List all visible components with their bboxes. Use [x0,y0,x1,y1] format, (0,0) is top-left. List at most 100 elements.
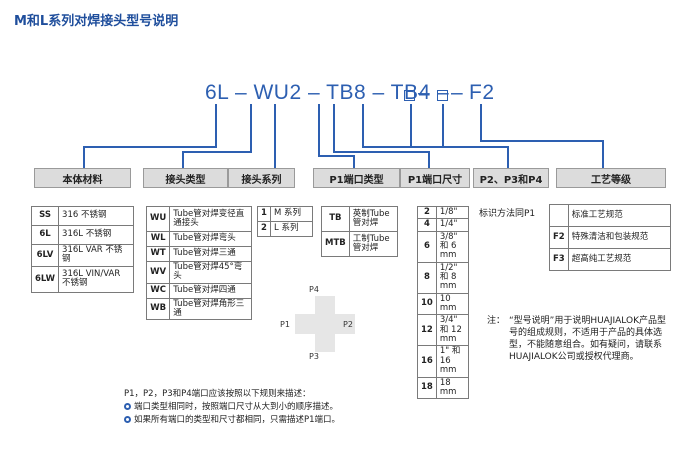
rule-text: 如果所有端口的类型和尺寸都相同，只需描述P1端口。 [134,415,341,425]
rule-item: 端口类型相同时，按照端口尺寸从大到小的顺序描述。 [124,402,338,413]
port-label-p4: P4 [309,285,319,294]
code-grade: F2 [469,81,495,104]
code-sep: – [307,81,321,104]
connector-line [318,155,355,157]
p1-type-desc: 工制Tube管对焊 [348,231,399,257]
connector-line [428,151,430,168]
p1-size-code: 6 [417,230,437,263]
joint-type-code: WT [145,246,171,262]
connector-line [353,155,355,168]
grade-code [549,204,569,227]
p1-size-code: 8 [417,261,437,294]
rule-text: 端口类型相同时，按照端口尺寸从大到小的顺序描述。 [134,402,339,412]
connector-line [318,104,320,156]
connector-line [274,104,276,168]
material-code: 6LV [30,244,60,267]
page-title: M和L系列对焊接头型号说明 [14,14,179,29]
p1-size-code: 4 [417,218,437,232]
grade-desc: 特殊清洁和包装规范 [567,226,672,249]
joint-type-code: WV [145,261,171,284]
connector-line [182,151,184,168]
p1-size-code: 18 [417,376,437,400]
note-label: 注： [487,316,506,326]
connector-line [602,140,604,168]
p1-type-code: MTB [321,231,350,257]
joint-type-code: WC [145,282,171,299]
grade-desc: 标准工艺规范 [567,204,672,227]
p1-size-desc: 10 mm [435,292,470,316]
code-sep: – [418,81,431,104]
p1-size-code: 2 [417,205,437,220]
p1-size-code: 10 [417,292,437,316]
port-label-p2: P2 [343,320,353,329]
code-sep: – [451,81,464,104]
cross-fitting-icon [295,296,355,352]
series-code: 2 [257,221,271,237]
table-row: 标准工艺规范 [549,204,672,227]
connector-line [507,146,509,168]
connector-line [442,104,444,147]
joint-type-code: WU [145,206,171,232]
series-code: 1 [257,206,271,222]
code-sep: – [234,81,248,104]
port-label-p3: P3 [309,352,319,361]
joint-type-desc: Tube管对焊变径直通接头 [169,206,252,232]
connector-line [362,104,364,147]
connector-line [362,146,509,148]
header-p1-type: P1端口类型 [313,168,400,188]
header-p1-size: P1端口尺寸 [400,168,470,188]
connector-line [250,104,252,152]
p1-size-desc: 1/2" 和 8 mm [435,261,470,294]
connector-line [83,146,85,168]
placeholder-box-p3 [404,90,415,101]
joint-type-desc: Tube管对焊三通 [169,246,252,262]
model-code: 6L – WU2 – TB8 – TB4 – [205,81,449,105]
material-desc: 316 不锈钢 [58,206,134,226]
p1-size-desc: 3/8" 和 6 mm [435,230,470,263]
port-label-p1: P1 [280,320,290,329]
rules-intro: P1，P2，P3和P4端口应该按照以下规则来描述： [124,389,311,399]
material-desc: 316L VAR 不锈钢 [58,244,134,267]
header-joint-type: 接头类型 [143,168,228,188]
connector-line [215,104,217,147]
note-text: “型号说明”用于说明HUAJIALOK产品型号的组成规则，不适用于产品的具体选型… [509,316,666,363]
joint-type-desc: Tube管对焊45°弯头 [169,261,252,284]
material-desc: 316L VIN/VAR 不锈钢 [58,265,134,293]
grade-desc: 超高纯工艺规范 [567,248,672,271]
code-material: 6L [205,81,229,104]
material-code: SS [30,206,60,226]
p1-size-desc: 1" 和 16 mm [435,345,470,378]
p1-size-desc: 18 mm [435,376,470,400]
material-desc: 316L 不锈钢 [58,225,134,245]
code-sep: – [437,81,450,104]
code-sep: – [372,81,385,104]
connector-line [410,104,412,147]
joint-type-desc: Tube管对焊角形三通 [169,297,252,321]
material-code: 6L [30,225,60,245]
rule-item: 如果所有端口的类型和尺寸都相同，只需描述P1端口。 [124,415,340,426]
p1-size-desc: 1/4" [435,218,470,232]
bullet-icon [124,416,131,423]
header-material: 本体材料 [34,168,131,188]
